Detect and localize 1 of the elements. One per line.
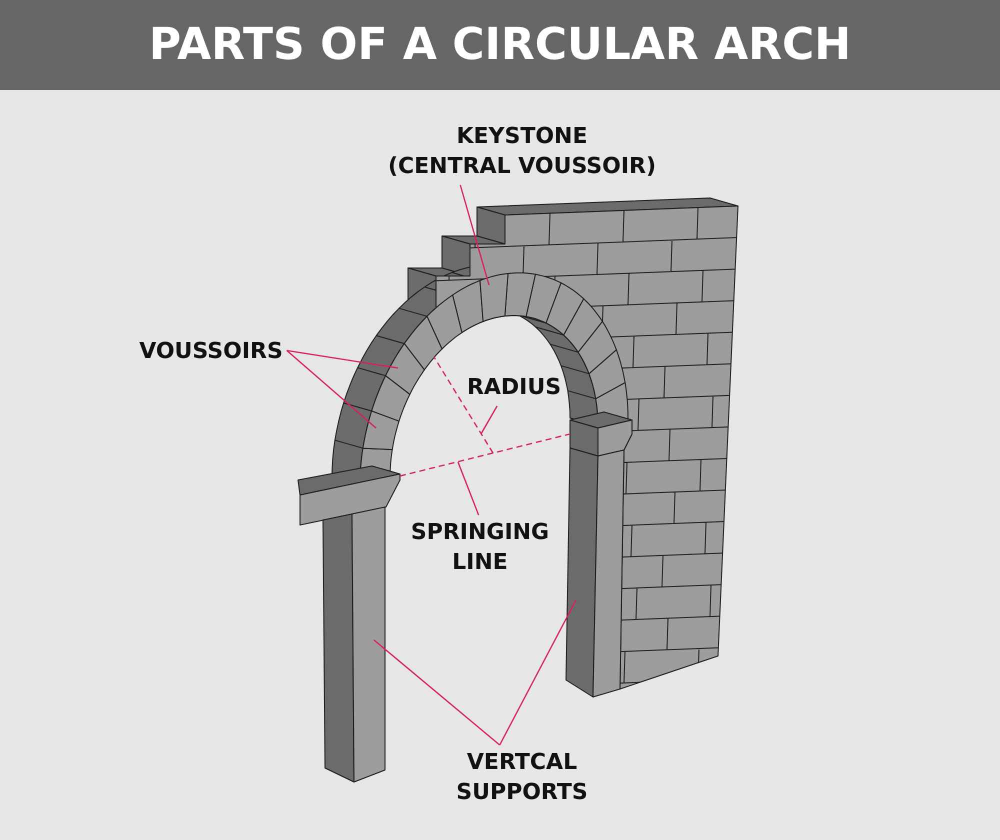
title: PARTS OF A CIRCULAR ARCH: [148, 19, 852, 71]
